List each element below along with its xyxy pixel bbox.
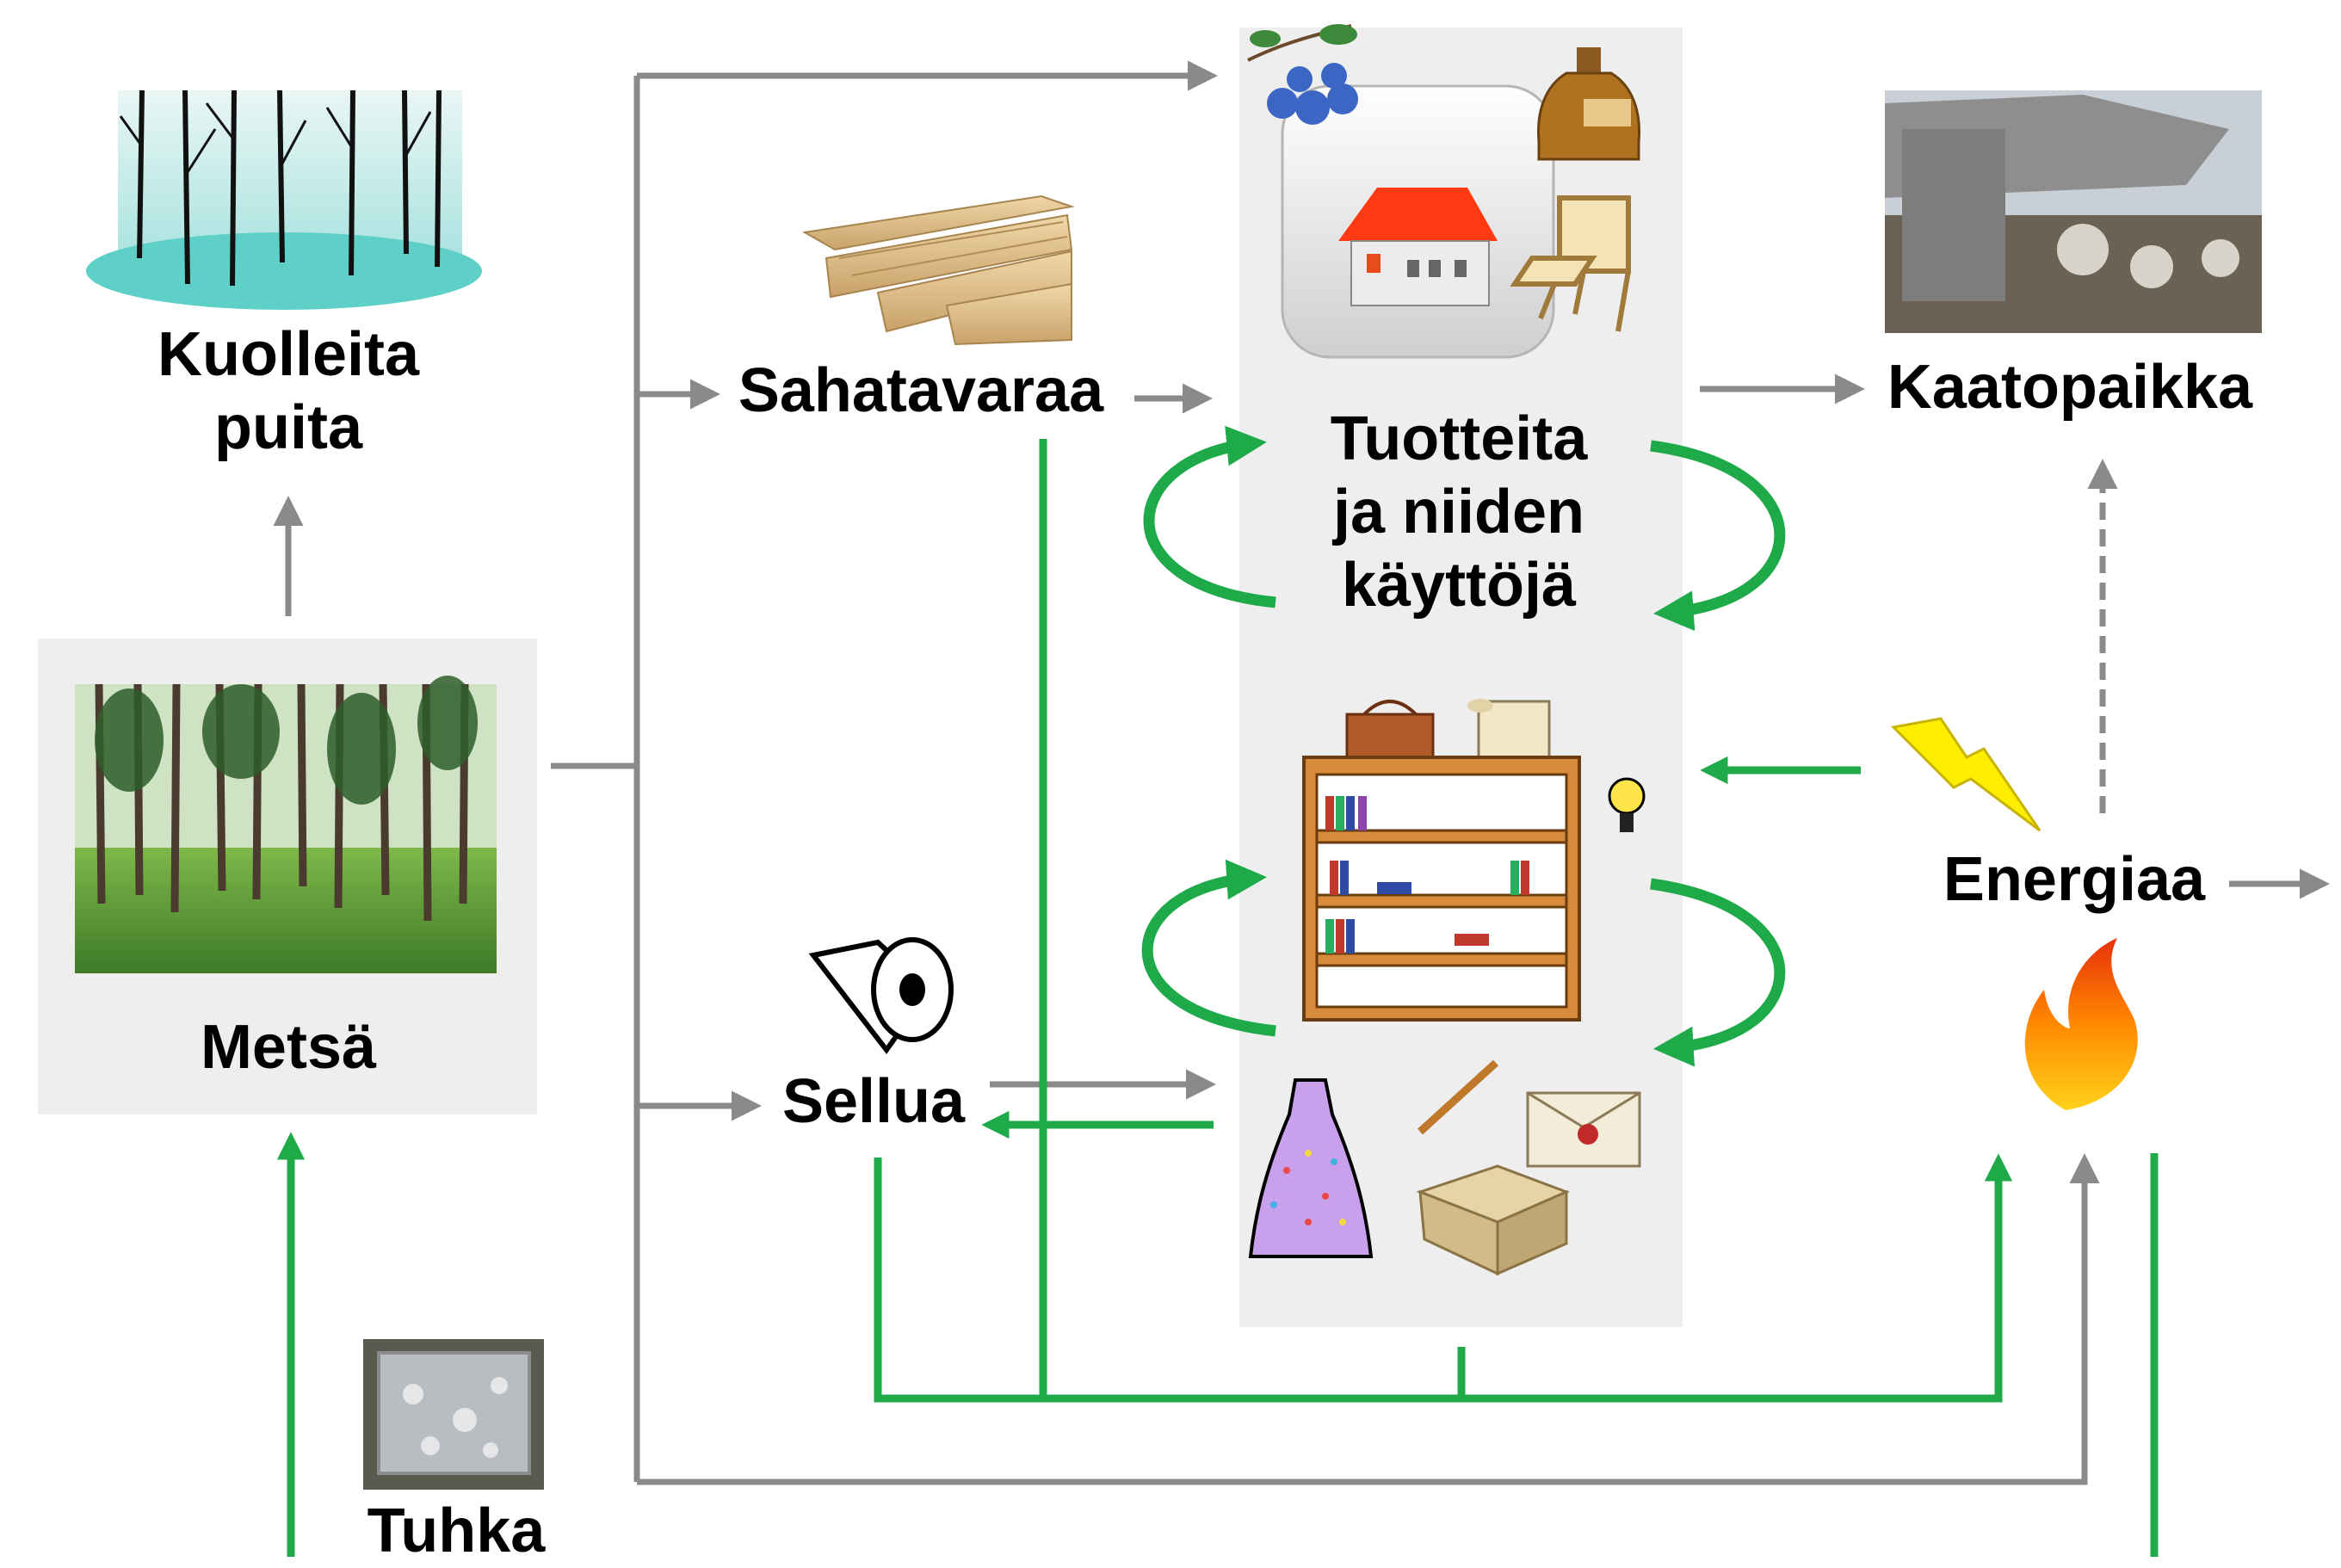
cycle-arrow-upper-left xyxy=(1143,425,1276,608)
bottle-icon xyxy=(1536,47,1641,161)
ash-label: Tuhka xyxy=(367,1497,546,1565)
forest-photo-icon xyxy=(75,676,497,973)
cycle-arrow-upper-right xyxy=(1650,440,1786,632)
green-pulp-bottom xyxy=(874,1153,2013,1403)
green-return-to-forest xyxy=(276,1132,2159,1557)
sawn-timber-label: Sahatavaraa xyxy=(738,356,1104,425)
bookshelf-icon xyxy=(1302,756,1581,1022)
forest-label: Metsä xyxy=(200,1013,377,1082)
chair-icon xyxy=(1510,195,1631,332)
lightning-icon xyxy=(1890,717,2041,832)
paper-roll-icon xyxy=(808,937,954,1055)
landfill-photo-icon xyxy=(1885,90,2262,333)
arrow-bottom-to-energy xyxy=(637,1153,2100,1485)
envelope-icon xyxy=(1526,1091,1641,1168)
cycle-arrows xyxy=(1141,425,1786,1067)
pen-icon xyxy=(1417,1059,1499,1135)
green-cycle-lines xyxy=(276,439,2159,1557)
landfill-label: Kaatopaikka xyxy=(1887,353,2253,422)
products-label: Tuotteita ja niiden käyttöjä xyxy=(1330,404,1588,620)
cycle-arrow-lower-left xyxy=(1141,859,1276,1037)
pulp-label: Sellua xyxy=(781,1067,966,1136)
bare-trees-photo-icon xyxy=(86,90,482,310)
flame-icon xyxy=(2024,938,2138,1110)
cycle-arrow-lower-right xyxy=(1650,878,1786,1067)
energy-label: Energiaa xyxy=(1943,845,2206,914)
dead-trees-label: Kuolleita puita xyxy=(157,320,420,462)
dress-icon xyxy=(1248,1078,1374,1258)
house-icon xyxy=(1281,84,1555,359)
blueberries-icon xyxy=(1247,24,1358,125)
planks-photo-icon xyxy=(802,194,1075,346)
ash-box-photo-icon xyxy=(363,1339,544,1490)
light-bulb-icon xyxy=(1608,777,1646,832)
cardboard-box-icon xyxy=(1416,1164,1570,1276)
gray-flow-lines xyxy=(273,60,2330,1485)
